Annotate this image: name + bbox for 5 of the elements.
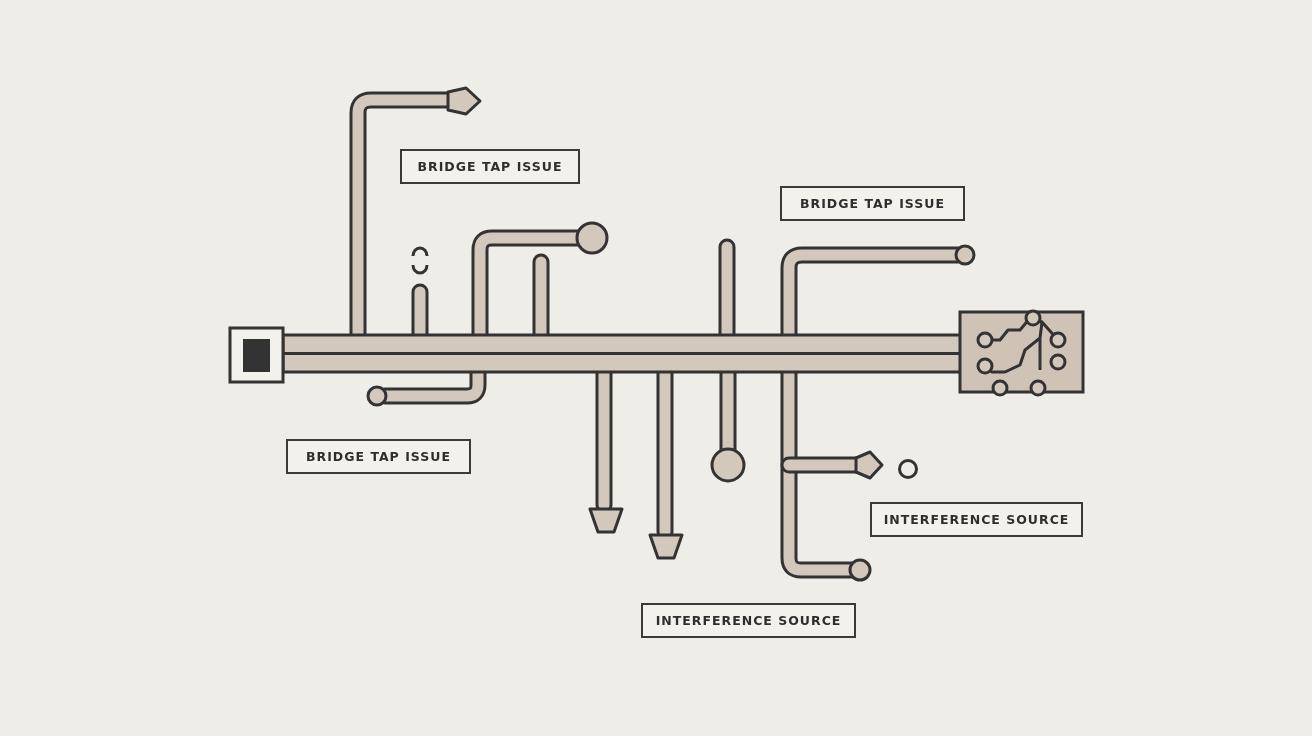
callout-label: BRIDGE TAP ISSUE: [780, 186, 965, 221]
callout-label: INTERFERENCE SOURCE: [641, 603, 856, 638]
callout-label: INTERFERENCE SOURCE: [870, 502, 1083, 537]
callout-label: BRIDGE TAP ISSUE: [400, 149, 580, 184]
callout-label: BRIDGE TAP ISSUE: [286, 439, 471, 474]
